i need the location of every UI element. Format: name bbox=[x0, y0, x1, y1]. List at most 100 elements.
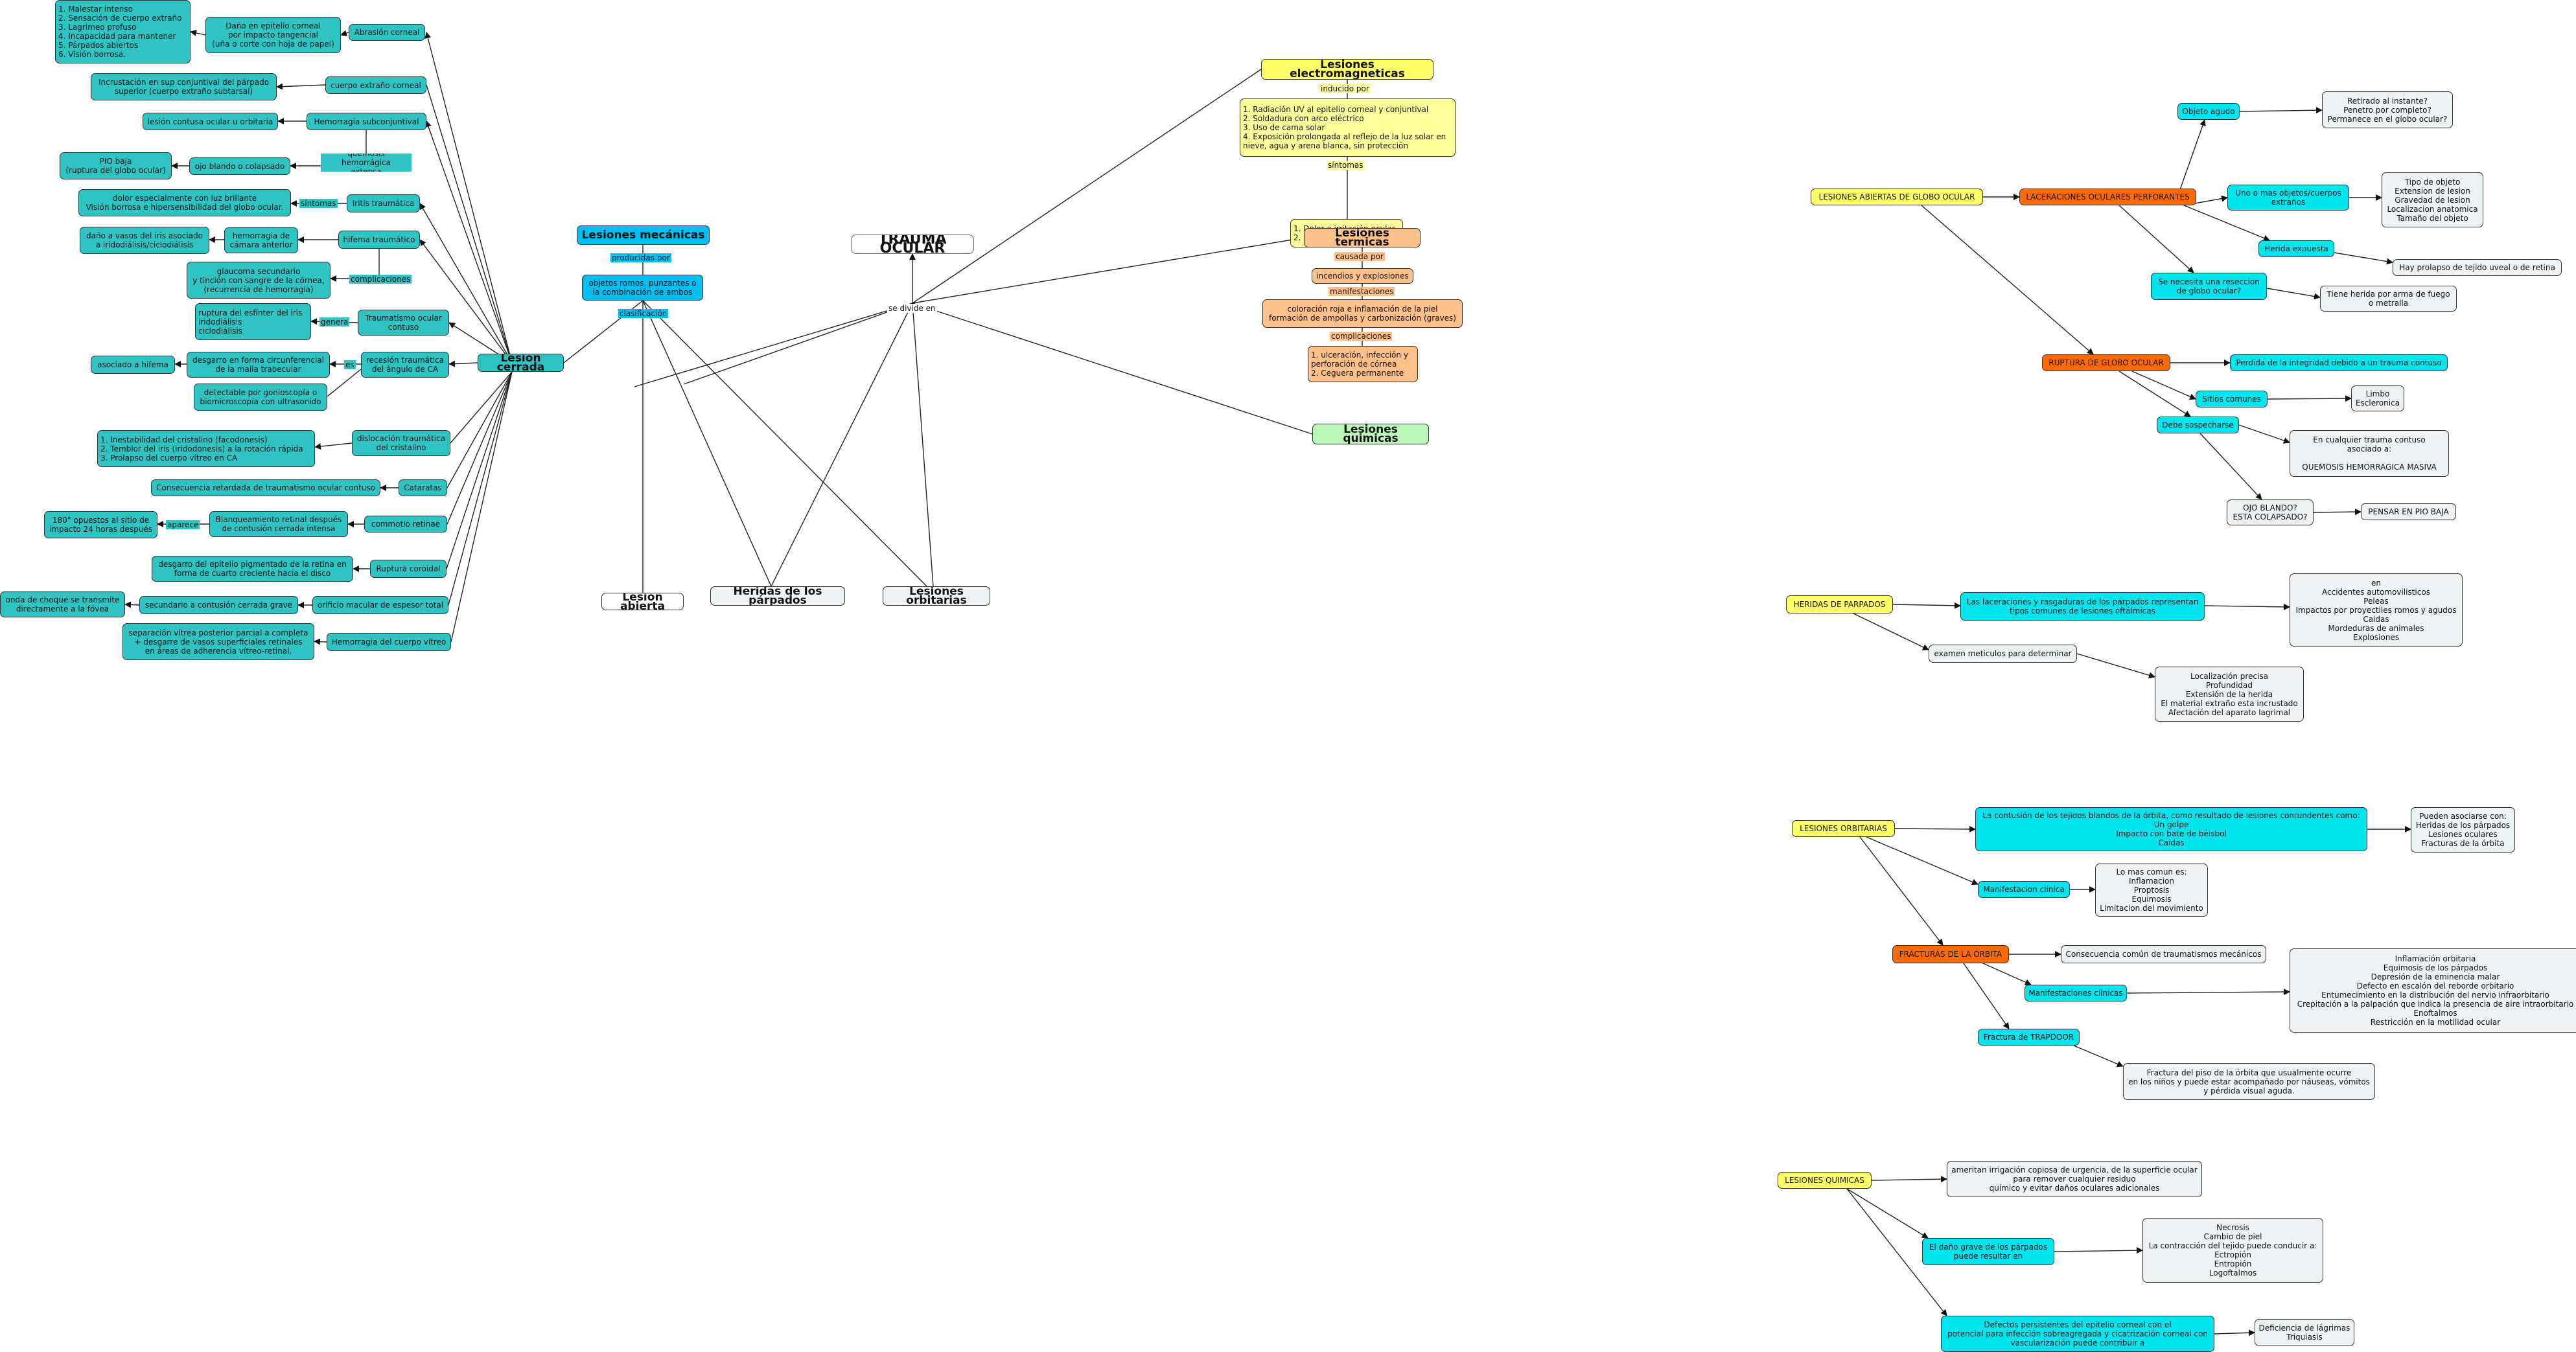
node-catar_d[interactable]: Consecuencia retardada de traumatismo oc… bbox=[151, 479, 380, 496]
node-quim[interactable]: Lesiones quimicas bbox=[1312, 424, 1429, 444]
node-conmo[interactable]: commotio retinae bbox=[364, 516, 447, 533]
connector-44 bbox=[447, 371, 513, 525]
node-detect[interactable]: detectable por gonioscopía o biomicrosco… bbox=[194, 384, 327, 411]
node-quemosis[interactable]: quemosis hemorrágica extensa bbox=[321, 154, 412, 172]
node-abras_d[interactable]: Daño en epitelio corneal por impacto tan… bbox=[205, 17, 341, 53]
node-recesion[interactable]: recesión traumática del ángulo de CA bbox=[361, 352, 449, 378]
node-term_m[interactable]: coloración roja e inflamación de la piel… bbox=[1262, 299, 1463, 328]
node-iritis[interactable]: Iritis traumática bbox=[347, 194, 420, 212]
node-r_perd[interactable]: Perdida de la integridad debido a un tra… bbox=[2230, 354, 2448, 371]
node-disloc[interactable]: dislocación traumática del cristalino bbox=[352, 430, 450, 456]
node-cuerpo_d[interactable]: Incrustación en sup conjuntival del párp… bbox=[91, 73, 277, 100]
node-o_manif[interactable]: Manifestacion clinica bbox=[1978, 881, 2070, 898]
node-p_lac[interactable]: Las laceraciones y rasgaduras de los pár… bbox=[1960, 592, 2205, 621]
node-orbit[interactable]: Lesiones orbitarias bbox=[883, 586, 990, 606]
connector-2 bbox=[683, 303, 913, 385]
node-o_asoc[interactable]: Pueden asociarse con: Heridas de los pár… bbox=[2411, 807, 2515, 853]
node-hifema_d[interactable]: hemorragia de cámara anterior bbox=[224, 227, 298, 253]
node-catar[interactable]: Cataratas bbox=[399, 479, 447, 496]
node-coroid[interactable]: Ruptura coroidal bbox=[370, 560, 447, 578]
node-vitreo[interactable]: Hemorragia del cuerpo vítreo bbox=[327, 633, 451, 651]
connector-55 bbox=[2177, 119, 2206, 198]
node-r_lab[interactable]: LESIONES ABIERTAS DE GLOBO OCULAR bbox=[1811, 189, 1983, 205]
node-r_cual[interactable]: En cualquier trauma contuso asociado a: … bbox=[2290, 430, 2449, 477]
node-r_tipo[interactable]: Tipo de objeto Extension de lesion Grave… bbox=[2382, 172, 2483, 227]
node-o_manif2[interactable]: Manifestaciones clinicas bbox=[2025, 985, 2127, 1002]
link-label-l_ind: inducido por bbox=[1319, 84, 1371, 93]
node-o_lista[interactable]: Inflamación orbitaria Equimosis de los p… bbox=[2290, 948, 2576, 1033]
node-abras_s[interactable]: 1. Malestar intenso 2. Sensación de cuer… bbox=[55, 0, 191, 63]
node-r_limbo[interactable]: Limbo Escleronica bbox=[2351, 385, 2404, 411]
node-orif_d[interactable]: secundario a contusión cerrada grave bbox=[139, 596, 298, 614]
node-o_cons[interactable]: Consecuencia común de traumatismos mecán… bbox=[2061, 945, 2266, 963]
node-r_pio[interactable]: PENSAR EN PIO BAJA bbox=[2361, 503, 2456, 520]
node-iritis_d[interactable]: dolor especialmente con luz brillante Vi… bbox=[78, 189, 291, 216]
node-ojo_bl[interactable]: ojo blando o colapsado bbox=[189, 157, 290, 175]
node-p_exam[interactable]: examen meticulos para determinar bbox=[1929, 645, 2077, 663]
node-disloc_d[interactable]: 1. Inestabilidad del cristalino (facodon… bbox=[97, 430, 315, 467]
node-r_rupt[interactable]: RUPTURA DE GLOBO OCULAR bbox=[2042, 354, 2170, 371]
node-glauc[interactable]: glaucoma secundario y tinción con sangre… bbox=[187, 262, 331, 299]
node-hemsub[interactable]: Hemorragia subconjuntival bbox=[307, 113, 426, 130]
node-cerrada[interactable]: Lesión cerrada bbox=[478, 354, 564, 372]
node-r_sitios[interactable]: Sitios comunes bbox=[2196, 391, 2268, 407]
node-r_retir[interactable]: Retirado al instante? Penetro por comple… bbox=[2322, 91, 2453, 128]
node-hemsub_d[interactable]: lesión contusa ocular u orbitaria bbox=[143, 113, 278, 130]
node-o_comun[interactable]: Lo mas comun es: Inflamacion Proptosis E… bbox=[2095, 864, 2208, 917]
connector-36 bbox=[448, 360, 478, 367]
node-r_debe[interactable]: Debe sospecharse bbox=[2157, 417, 2239, 433]
node-r_arma[interactable]: Tiene herida por arma de fuego o metrall… bbox=[2320, 286, 2457, 312]
node-q_necr[interactable]: Necrosis Cambio de piel La contracción d… bbox=[2142, 1218, 2323, 1283]
node-o_trap[interactable]: Fractura de TRAPDOOR bbox=[1978, 1029, 2080, 1046]
node-trauma[interactable]: TRAUMA OCULAR bbox=[851, 235, 974, 254]
node-pio[interactable]: PIO baja (ruptura del globo ocular) bbox=[60, 152, 172, 179]
connector-69 bbox=[2199, 433, 2262, 500]
node-coroid_d[interactable]: desgarro del epitelio pigmentado de la r… bbox=[152, 556, 353, 582]
node-conmo_a[interactable]: 180° opuestos al sitio de impacto 24 hor… bbox=[44, 511, 157, 538]
node-r_objag[interactable]: Objeto agudo bbox=[2177, 103, 2240, 120]
node-mec[interactable]: Lesiones mecánicas bbox=[577, 225, 710, 245]
node-term_c[interactable]: incendios y explosiones bbox=[1312, 268, 1413, 284]
node-q_amer[interactable]: ameritan irrigación copiosa de urgencia,… bbox=[1947, 1161, 2202, 1197]
node-p_her[interactable]: HERIDAS DE PARPADOS bbox=[1786, 595, 1893, 613]
connector-73 bbox=[1853, 613, 1929, 650]
node-contuso_d[interactable]: ruptura del esfínter del iris iridodiáli… bbox=[195, 303, 311, 340]
node-heridas[interactable]: Heridas de los párpados bbox=[710, 586, 845, 606]
node-abras[interactable]: Abrasión corneal bbox=[349, 24, 425, 41]
node-r_herida[interactable]: Herida expuesta bbox=[2258, 240, 2334, 257]
node-hifema[interactable]: hifema traumático bbox=[338, 231, 420, 249]
connector-81 bbox=[1982, 963, 2032, 985]
node-desgarro[interactable]: desgarro en forma circunferencial de la … bbox=[187, 352, 330, 378]
node-o_fract[interactable]: FRACTURAS DE LA ÓRBITA bbox=[1892, 945, 2009, 963]
node-q_defl[interactable]: Deficiencia de lágrimas Triquiasis bbox=[2255, 1319, 2354, 1346]
node-q_dano[interactable]: El daño grave de los párpados puede resu… bbox=[1922, 1238, 2054, 1265]
node-o_cont[interactable]: La contusión de los tejidos blandos de l… bbox=[1975, 807, 2367, 851]
node-emag[interactable]: Lesiones electromagneticas bbox=[1261, 59, 1433, 80]
node-hifema_d2[interactable]: daño a vasos del iris asociado a iridodi… bbox=[80, 227, 209, 254]
node-r_lac[interactable]: LACERACIONES OCULARES PERFORANTES bbox=[2019, 189, 2196, 205]
node-term[interactable]: Lesiones termicas bbox=[1304, 228, 1421, 247]
node-r_ojobl[interactable]: OJO BLANDO? ESTA COLAPSADO? bbox=[2227, 499, 2314, 525]
node-q_def[interactable]: Defectos persistentes del epitelio corne… bbox=[1941, 1316, 2214, 1352]
connector-86 bbox=[1846, 1188, 1929, 1239]
node-mec_def[interactable]: objetos romos, punzantes o la combinació… bbox=[582, 275, 703, 301]
node-conmo_d[interactable]: Blanqueamiento retinal después de contus… bbox=[209, 511, 348, 537]
node-orif[interactable]: orificio macular de espesor total bbox=[312, 596, 448, 614]
node-cuerpo[interactable]: cuerpo extraño corneal bbox=[325, 76, 426, 94]
node-r_resec[interactable]: Se necesita una reseccion de globo ocula… bbox=[2151, 273, 2267, 300]
node-r_uno[interactable]: Uno o mas objetos/cuerpos extraños bbox=[2227, 185, 2349, 211]
node-emag_desc[interactable]: 1. Radiación UV al epitelio corneal y co… bbox=[1240, 98, 1456, 157]
node-q_les[interactable]: LESIONES QUIMICAS bbox=[1778, 1172, 1872, 1189]
node-abierta[interactable]: Lesión abierta bbox=[601, 593, 684, 610]
node-asoc[interactable]: asociado a hifema bbox=[91, 356, 175, 374]
node-o_trap_d[interactable]: Fractura del piso de la órbita que usual… bbox=[2123, 1063, 2375, 1100]
node-r_prol[interactable]: Hay prolapso de tejido uveal o de retina bbox=[2393, 259, 2562, 276]
node-contuso[interactable]: Traumatismo ocular contuso bbox=[358, 310, 449, 336]
connector-53 bbox=[314, 638, 327, 645]
node-vitreo_d[interactable]: separación vítrea posterior parcial a co… bbox=[122, 623, 314, 660]
node-o_les[interactable]: LESIONES ORBITARIAS bbox=[1792, 820, 1895, 837]
node-term_comp[interactable]: 1. ulceración, infección y perforación d… bbox=[1308, 346, 1418, 382]
node-orif_a[interactable]: onda de choque se transmite directamente… bbox=[0, 591, 125, 617]
node-p_caus[interactable]: en Accidentes automovilisticos Peleas Im… bbox=[2290, 573, 2463, 647]
node-p_loc[interactable]: Localización precisa Profundidad Extensi… bbox=[2155, 667, 2304, 722]
